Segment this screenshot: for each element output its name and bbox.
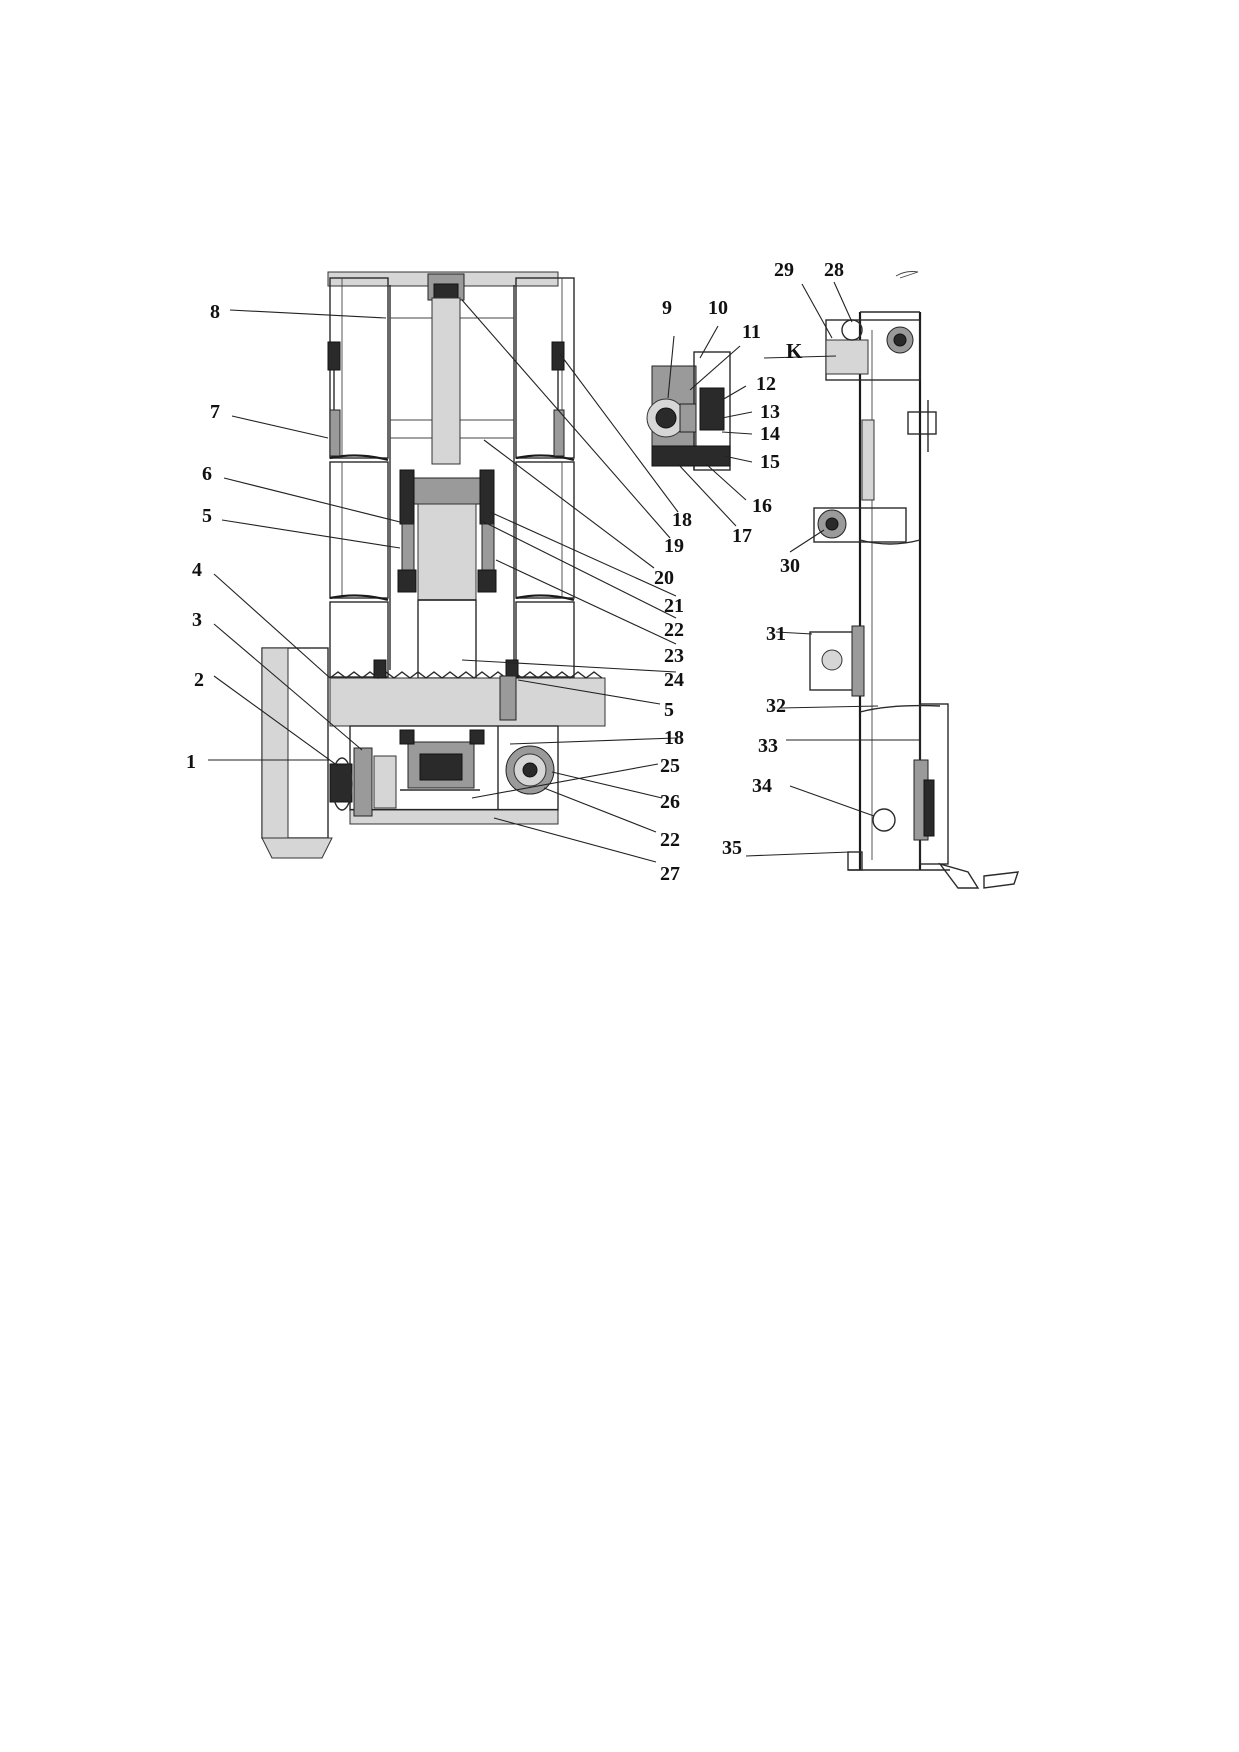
callout-21: 21 — [664, 595, 684, 617]
callout-3: 3 — [192, 609, 202, 631]
callout-20: 20 — [654, 567, 674, 589]
callout-13: 13 — [760, 401, 780, 423]
callout-28: 28 — [824, 259, 844, 281]
callout-5-lower: 5 — [664, 699, 674, 721]
fork-carriage-plate — [329, 677, 606, 727]
cylinder-rod — [431, 297, 461, 465]
callout-11: 11 — [742, 321, 761, 343]
left-upright — [329, 277, 389, 678]
detail-view — [646, 351, 731, 471]
callout-33: 33 — [758, 735, 778, 757]
callout-8: 8 — [210, 301, 220, 323]
bottom-beam — [349, 809, 559, 825]
callout-22-lower: 22 — [660, 829, 680, 851]
callout-35: 35 — [722, 837, 742, 859]
leader-lines — [208, 281, 920, 863]
callout-5: 5 — [202, 505, 212, 527]
callout-32: 32 — [766, 695, 786, 717]
callout-12: 12 — [756, 373, 776, 395]
pivot-bracket — [813, 507, 907, 543]
callout-17: 17 — [732, 525, 752, 547]
callout-labels: 8 7 6 5 4 3 2 1 9 10 11 12 13 14 15 16 1… — [186, 259, 844, 885]
callout-16: 16 — [752, 495, 772, 517]
right-upright — [515, 277, 575, 678]
cylinder-head — [407, 477, 489, 505]
cylinder-body — [417, 503, 477, 601]
callout-4: 4 — [192, 559, 202, 581]
callout-30: 30 — [780, 555, 800, 577]
callout-6: 6 — [202, 463, 212, 485]
callout-k: K — [786, 339, 803, 363]
callout-31: 31 — [766, 623, 786, 645]
callout-1: 1 — [186, 751, 196, 773]
side-view — [809, 271, 1020, 889]
callout-27: 27 — [660, 863, 680, 885]
side-port — [872, 808, 896, 832]
callout-18-top: 18 — [672, 509, 692, 531]
callout-23: 23 — [664, 645, 684, 667]
callout-2: 2 — [194, 669, 204, 691]
callout-10: 10 — [708, 297, 728, 319]
callout-15: 15 — [760, 451, 780, 473]
callout-22-top: 22 — [664, 619, 684, 641]
callout-24: 24 — [664, 669, 684, 691]
front-view — [261, 271, 606, 859]
callout-26: 26 — [660, 791, 680, 813]
callout-19: 19 — [664, 535, 684, 557]
callout-9: 9 — [662, 297, 672, 319]
callout-18-lower: 18 — [664, 727, 684, 749]
callout-7: 7 — [210, 401, 220, 423]
callout-14: 14 — [760, 423, 780, 445]
callout-29: 29 — [774, 259, 794, 281]
callout-34: 34 — [752, 775, 772, 797]
callout-25: 25 — [660, 755, 680, 777]
